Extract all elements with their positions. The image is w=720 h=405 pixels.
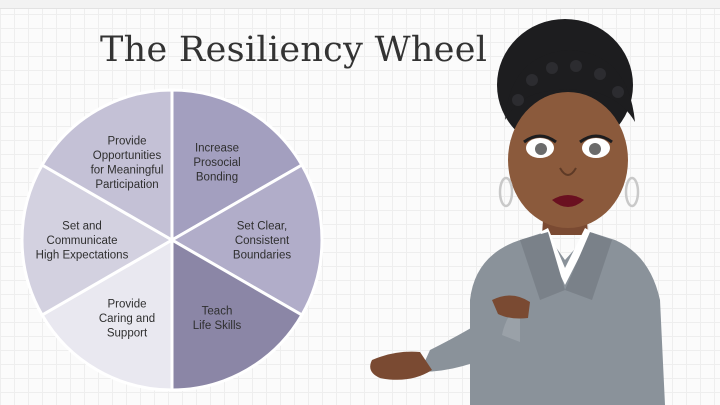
wheel-segment — [170, 237, 304, 392]
wheel-segment — [20, 162, 175, 318]
wheel-segment — [168, 162, 324, 318]
wheel-segment — [40, 237, 174, 392]
slide-title: The Resiliency Wheel — [100, 30, 488, 70]
top-bar — [0, 0, 720, 9]
presenter-illustration-icon — [370, 19, 665, 405]
wheel-segment — [40, 88, 174, 243]
wheel-segment — [170, 88, 304, 243]
